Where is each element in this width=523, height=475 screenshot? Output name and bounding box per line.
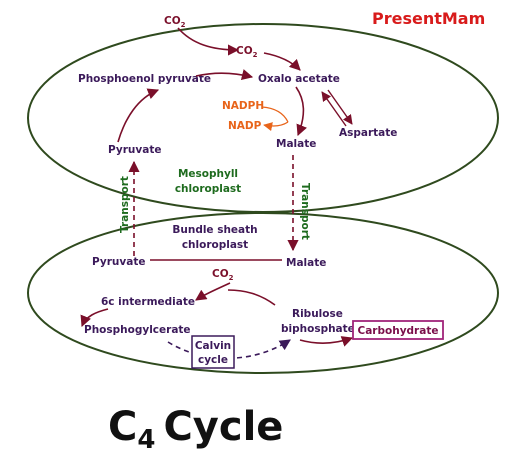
malate-top-label: Malate [276,138,316,150]
co2-bottom-label: CO2 [212,268,234,282]
carbohydrate-label: Carbohydrate [358,325,439,337]
brand-text: PresentMam [372,9,485,28]
oxaloacetate-label: Oxalo acetate [258,73,340,85]
co2-to-oxaloacetate-arrow [263,52,301,71]
to-carbohydrate-arrow [299,336,354,347]
co2-entry-arrow [177,27,240,56]
transport-right-label: Transport [299,183,311,240]
co2-top-label: CO2 [164,15,186,29]
mesophyll-label-line1: Mesophyll [178,168,238,180]
bundle-sheath-label-line1: Bundle sheath [172,224,257,236]
calvin-cycle-label-line1: Calvin [195,340,231,352]
oxaloacetate-to-malate-arrow [295,86,307,137]
co2-mid-label: CO2 [236,45,258,59]
nadp-curve [263,121,289,132]
carbohydrate-box [352,320,444,340]
transport-left-label: Transport [119,176,131,233]
ribulose-to-co2-arrow [227,289,276,306]
aspartate-label: Aspartate [339,127,397,139]
malate-bottom-label: Malate [286,257,326,269]
bundle-sheath-label-line2: chloroplast [182,239,248,251]
aspartate-to-oxaloacetate-arrow [321,91,347,127]
nadp-label: NADP [228,120,262,132]
co2-to-intermediate-arrow [195,282,231,301]
oxaloacetate-to-aspartate-arrow [327,89,353,125]
mesophyll-cell-outline [27,23,499,213]
nadph-curve [261,106,289,123]
phosphoglycerate-label: Phosphogylcerate [84,324,191,336]
pga-to-ribulose-dashed-arrow [167,339,291,360]
nadph-label: NADPH [222,100,264,112]
bundle-sheath-cell-outline [27,212,499,374]
intermediate-label: 6c intermediate [101,296,195,308]
ribulose-label-line1: Ribulose [292,308,343,320]
ribulose-label-line2: biphosphate [281,323,355,335]
calvin-cycle-label-line2: cycle [198,354,228,366]
pep-to-oxaloacetate-arrow [195,69,254,80]
calvin-cycle-box [191,335,235,369]
pyruvate-top-label: Pyruvate [108,144,161,156]
pyruvate-bottom-label: Pyruvate [92,256,145,268]
intermediate-to-pga-arrow [80,308,109,328]
pyruvate-to-pep-arrow [117,88,160,143]
phosphoenol-pyruvate-label: Phosphoenol pyruvate [78,73,211,85]
mesophyll-label-line2: chloroplast [175,183,241,195]
